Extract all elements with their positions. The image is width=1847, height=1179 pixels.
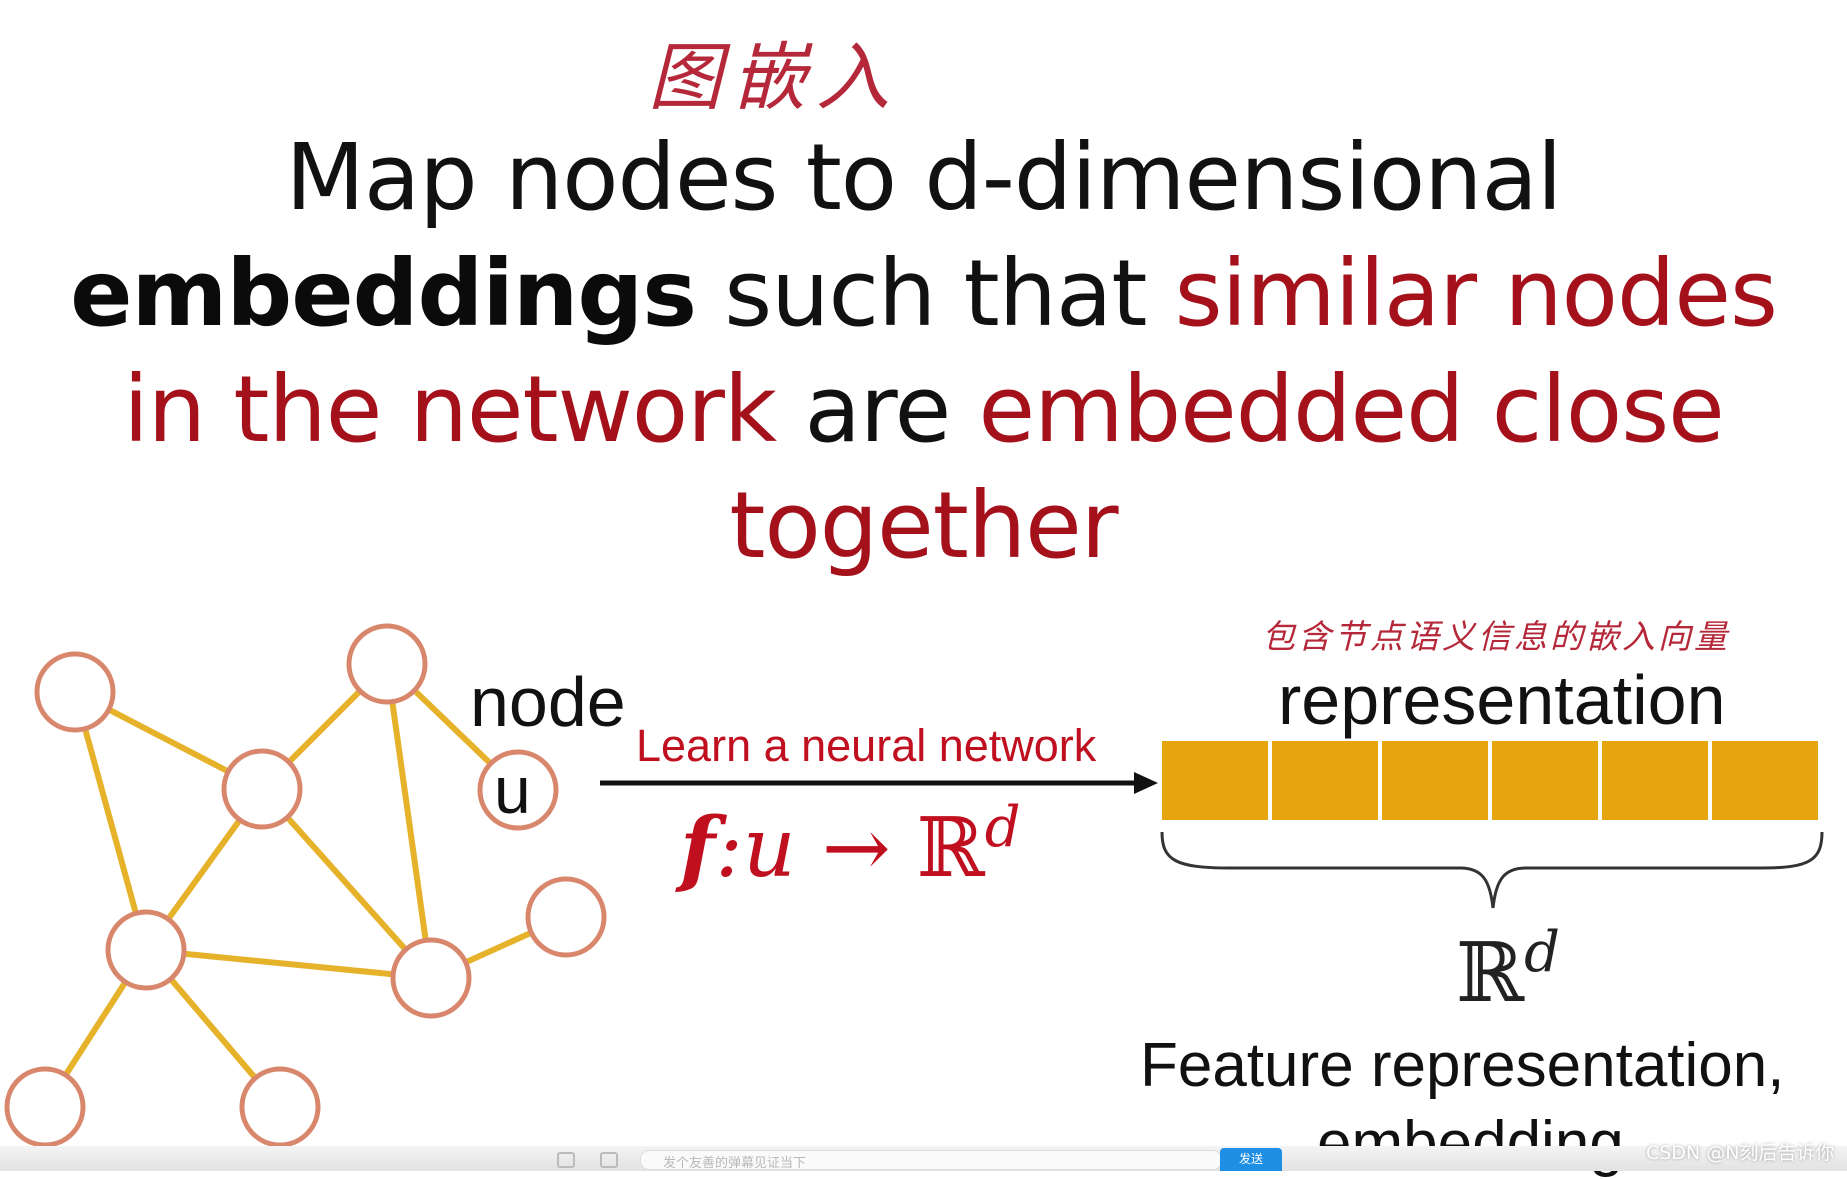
math-colon-u: :u	[715, 801, 796, 896]
embedding-space-label: ℝd	[1456, 920, 1560, 1021]
video-bottom-bar: 发个友善的弹幕见证当下 发送	[0, 1146, 1847, 1171]
headline-red2: embedded close together	[729, 356, 1724, 579]
arrow-head	[1134, 772, 1158, 794]
danmaku-input[interactable]: 发个友善的弹幕见证当下	[640, 1150, 1222, 1171]
danmaku-settings-icon[interactable]	[600, 1152, 618, 1168]
edge	[259, 787, 434, 980]
curly-brace	[1160, 831, 1824, 909]
send-button[interactable]: 发送	[1220, 1148, 1282, 1171]
graph-node	[34, 651, 116, 733]
vector-cell	[1488, 737, 1602, 824]
embedding-vector	[1158, 737, 1822, 824]
vector-cell	[1158, 737, 1272, 824]
graph-node	[525, 876, 607, 958]
vector-cell	[1708, 737, 1822, 824]
representation-label: representation	[1278, 661, 1726, 739]
headline-red1: similar nodes in the network	[123, 240, 1778, 463]
handwritten-title: 图嵌入	[648, 35, 900, 121]
vector-cell	[1378, 737, 1492, 824]
graph-node	[221, 748, 303, 830]
vector-cell	[1598, 737, 1712, 824]
headline: Map nodes to d-dimensional embeddings su…	[40, 120, 1807, 584]
node-label: node	[470, 663, 626, 741]
learn-neural-network-label: Learn a neural network	[636, 720, 1097, 771]
graph-nodes	[4, 623, 607, 1148]
mapping-formula: f:u → ℝd	[680, 795, 1021, 896]
headline-part1: Map nodes to d-dimensional	[285, 124, 1563, 231]
math-f: f	[680, 800, 716, 896]
brace-sup: d	[1524, 920, 1561, 985]
node-u-label: u	[494, 753, 531, 827]
math-sup: d	[984, 795, 1021, 860]
headline-part5: are	[776, 356, 979, 463]
danmaku-toggle-icon[interactable]	[557, 1152, 575, 1168]
graph-node-u	[477, 749, 559, 831]
watermark: CSDN @N刻后告诉你	[1646, 1142, 1835, 1164]
graph-node	[346, 623, 428, 705]
feature-representation-label: Feature representation,	[1140, 1031, 1785, 1100]
graph-node	[239, 1066, 321, 1148]
math-R: ℝ	[916, 801, 985, 896]
edge	[384, 663, 434, 979]
danmaku-placeholder: 发个友善的弹幕见证当下	[663, 1156, 807, 1171]
graph-node	[105, 909, 187, 991]
vector-cell	[1268, 737, 1382, 824]
brace-R: ℝ	[1456, 926, 1525, 1021]
handwritten-note: 包含节点语义信息的嵌入向量	[1262, 617, 1730, 656]
math-arrow: →	[821, 801, 891, 896]
graph-node	[390, 937, 472, 1019]
headline-bold: embeddings	[70, 240, 697, 347]
edge	[72, 691, 149, 951]
edge	[145, 947, 432, 981]
graph-node	[4, 1066, 86, 1148]
headline-part3: such that	[695, 240, 1175, 347]
